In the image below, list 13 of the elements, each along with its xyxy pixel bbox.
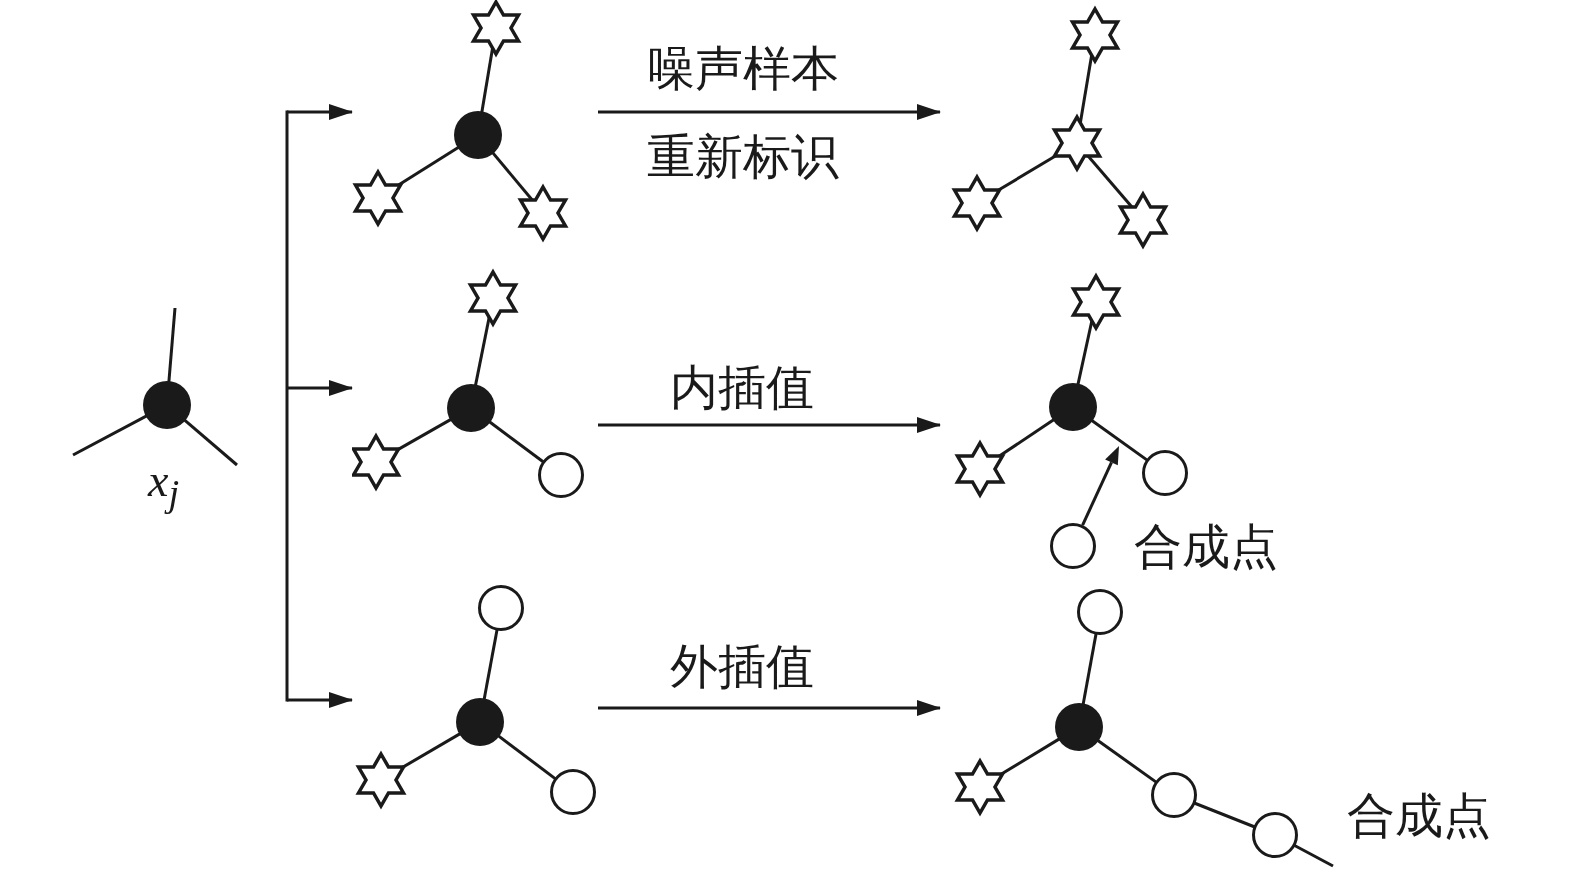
edge-label: 外插值 [669,639,815,695]
arrow [287,104,353,120]
point-label: 合成点 [1347,792,1491,840]
branch-line [285,110,289,702]
point-label: 合成点 [1134,523,1278,571]
edge-label: 噪声样本重新标识 [645,41,840,185]
arrow [598,700,941,716]
arrow [598,104,941,120]
arrow [287,692,353,708]
arrow [287,380,353,396]
arrow [598,417,941,433]
edge-label: 内插值 [669,360,815,416]
variable-label: x$_{j}$ [148,458,180,513]
